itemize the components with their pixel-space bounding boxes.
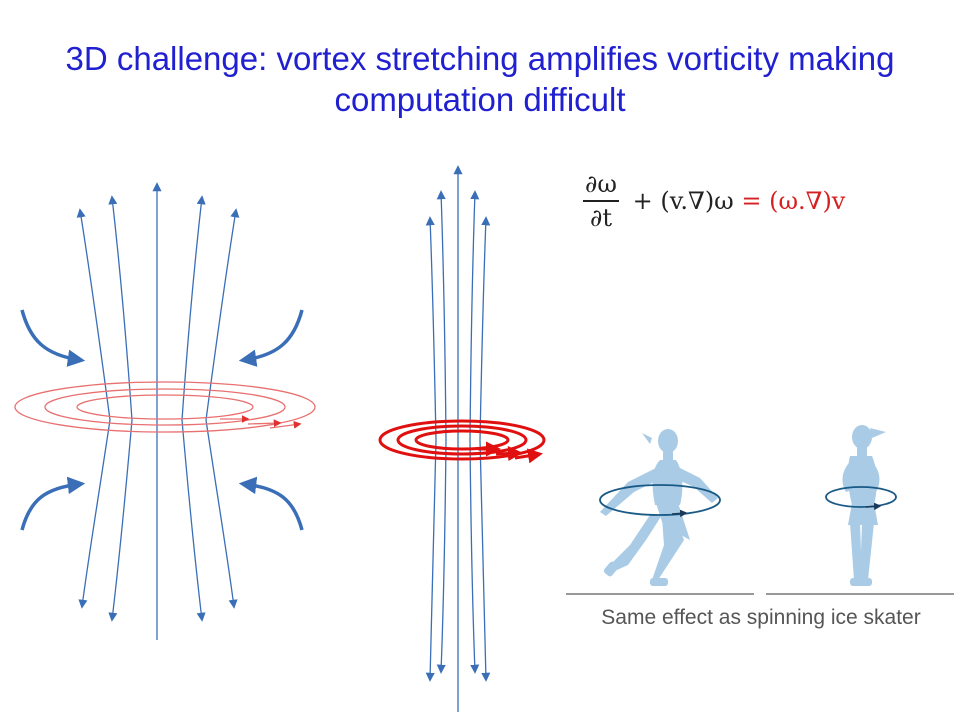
title-line-2: computation difficult — [334, 81, 626, 118]
arrow-bottom-left-icon — [20, 476, 86, 531]
middle-field-lines — [425, 165, 491, 712]
left-line-inner-left-up — [108, 195, 133, 421]
equation-lhs: + (v.∇)ω — [624, 187, 734, 215]
equation-numerator: ∂ω — [585, 170, 617, 198]
left-vortex-rings — [14, 381, 316, 433]
title-line-1: 3D challenge: vortex stretching amplifie… — [65, 40, 895, 77]
arrow-top-right-icon — [238, 309, 304, 367]
ice-skater-arms-extended-icon — [600, 429, 718, 586]
compression-arrows — [20, 309, 304, 531]
slide-title: 3D challenge: vortex stretching amplifie… — [0, 38, 960, 120]
vorticity-equation: ∂ω ∂t + (v.∇)ω = (ω.∇)v — [583, 170, 845, 232]
left-line-outer-right-down — [205, 419, 238, 609]
left-line-inner-left-down — [108, 419, 133, 622]
ice-skater-arms-pulled-in-icon — [842, 425, 886, 586]
skater-caption: Same effect as spinning ice skater — [601, 606, 921, 629]
arrow-top-left-icon — [20, 309, 86, 367]
equation-fraction: ∂ω ∂t — [583, 170, 619, 232]
equation-denominator: ∂t — [589, 204, 613, 232]
left-line-inner-right-down — [181, 419, 206, 622]
skater-right-spin-ring — [825, 486, 897, 508]
left-line-outer-left-down — [78, 419, 111, 609]
left-line-inner-right-up — [181, 195, 206, 421]
middle-vortex-rings — [378, 419, 546, 464]
skater-photos — [566, 420, 956, 596]
fraction-bar — [583, 200, 619, 202]
left-line-outer-left-up — [76, 208, 111, 421]
left-line-outer-right-up — [205, 208, 240, 421]
left-field-lines — [76, 182, 240, 640]
equation-rhs-stretching-term: = (ω.∇)v — [733, 187, 846, 215]
skater-left-spin-ring — [599, 484, 721, 516]
arrow-bottom-right-icon — [238, 476, 304, 531]
